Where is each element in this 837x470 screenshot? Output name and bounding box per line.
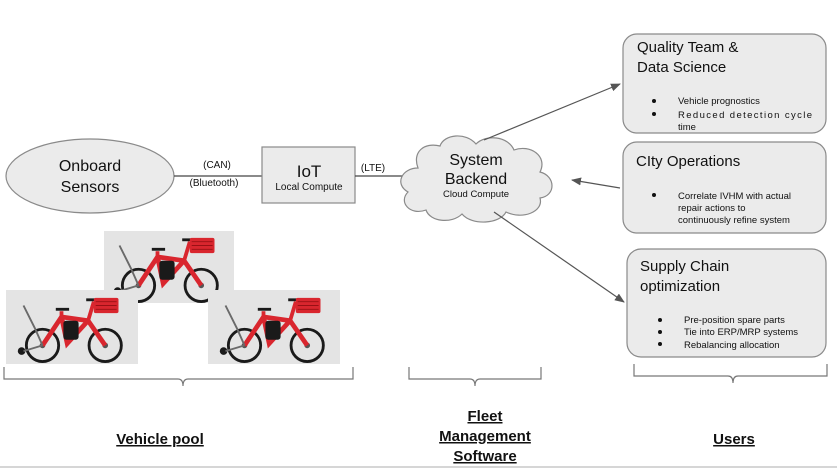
bullet-icon [652,99,656,103]
supply-title-line2: optimization [640,278,720,295]
city-bullet-line1: Correlate IVHM with actual [678,191,791,202]
vehicle-pool-brace [3,367,354,387]
can-label: (CAN) [203,160,231,171]
bullet-icon [658,330,662,334]
bike-photo-right [208,290,340,364]
cloud-compute-label: Cloud Compute [443,189,509,200]
onboard-sensors-label-line2: Sensors [61,179,120,196]
bullet-icon [658,342,662,346]
onboard-sensors-node: Onboard Sensors [5,138,175,214]
bike-photo-left [6,290,138,364]
vehicle-pool-caption: Vehicle pool [116,431,204,448]
fleet-caption-line1: Fleet [467,408,502,425]
city-operations-box: CIty Operations Correlate IVHM with actu… [622,141,827,234]
quality-title-line2: Data Science [637,59,726,76]
city-bullet-line3: continuously refine system [678,215,790,226]
supply-title-line1: Supply Chain [640,258,729,275]
fleet-software-brace [408,367,542,387]
supply-bullet-3: Rebalancing allocation [684,340,780,351]
quality-team-box: Quality Team & Data Science Vehicle prog… [622,33,827,134]
iot-subtitle: Local Compute [275,182,343,193]
iot-node: IoT Local Compute [261,146,356,204]
system-backend-cloud: System Backend Cloud Compute [400,135,553,223]
quality-bullet-2-cont: time [678,122,696,133]
arrow-to-quality [483,83,621,141]
city-bullet-line2: repair actions to [678,203,746,214]
iot-title: IoT [297,162,322,181]
supply-bullet-2: Tie into ERP/MRP systems [684,327,798,338]
bullet-icon [652,193,656,197]
fleet-caption-line3: Software [453,448,516,465]
system-backend-line1: System [449,152,502,169]
system-backend-line2: Backend [445,171,507,188]
supply-bullet-1: Pre-position spare parts [684,315,785,326]
users-brace [633,364,828,384]
city-ops-title: CIty Operations [636,153,740,170]
supply-chain-box: Supply Chain optimization Pre-position s… [626,248,827,358]
arrow-from-city-ops [571,177,621,189]
quality-bullet-2: Reduced detection cycle [678,110,812,121]
quality-title-line1: Quality Team & [637,39,738,56]
bullet-icon [658,318,662,322]
onboard-sensors-label-line1: Onboard [59,158,121,175]
arrow-to-supply-chain [493,211,625,303]
bullet-icon [652,112,656,116]
users-caption: Users [713,431,755,448]
fleet-caption-line2: Management [439,428,531,445]
bluetooth-label: (Bluetooth) [190,178,239,189]
lte-label: (LTE) [361,163,385,174]
quality-bullet-1: Vehicle prognostics [678,96,760,107]
